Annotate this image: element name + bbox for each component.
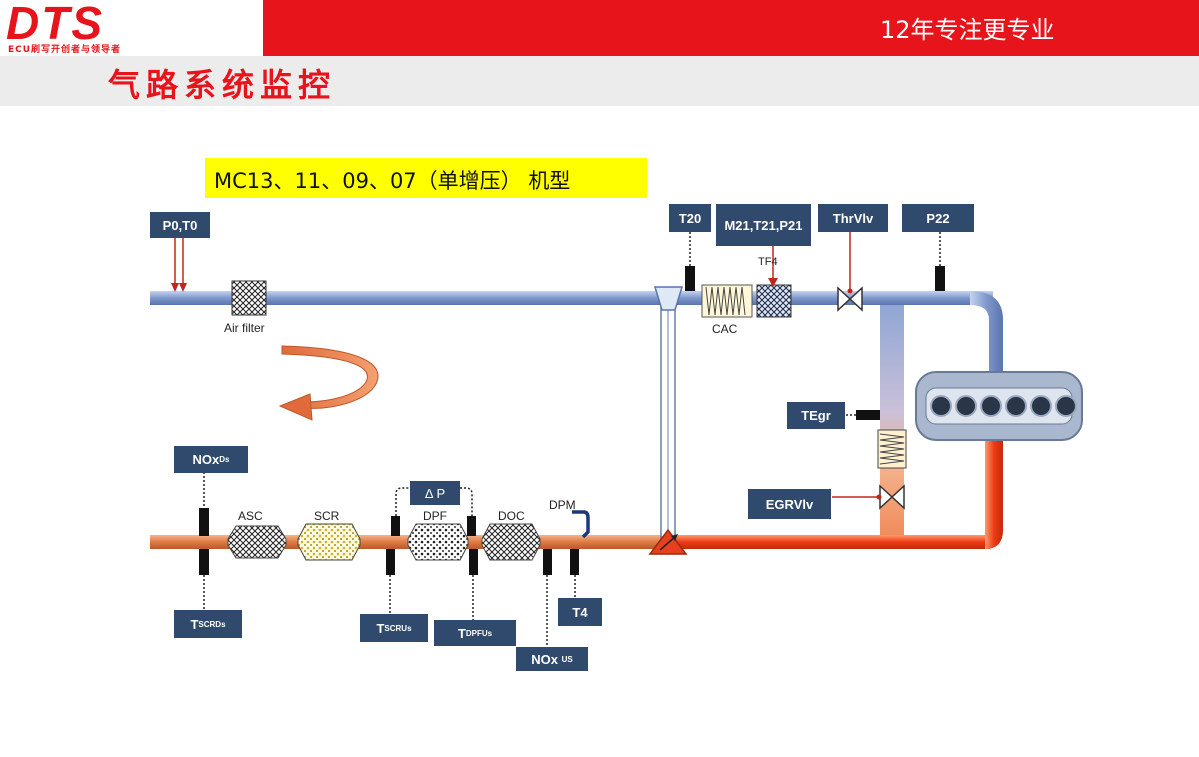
tegr-sensor bbox=[856, 410, 880, 420]
label-tegr: TEgr bbox=[787, 402, 845, 429]
label-nox-us: NOx US bbox=[516, 647, 588, 671]
compressor-icon bbox=[653, 286, 684, 311]
dp-up-sensor bbox=[391, 516, 400, 536]
logo-text: DTS bbox=[6, 0, 104, 49]
egr-valve-icon bbox=[879, 484, 905, 510]
caption-dpm: DPM bbox=[549, 498, 576, 512]
intake-pipe bbox=[150, 291, 993, 305]
caption-asc: ASC bbox=[238, 509, 263, 523]
label-t-dpf-us-main: T bbox=[457, 625, 466, 641]
flow-arrowhead bbox=[278, 393, 313, 421]
m21-arrowhead bbox=[768, 278, 778, 287]
p0t0-arrowheads bbox=[171, 283, 187, 292]
label-nox-ds-sub: Ds bbox=[219, 455, 230, 464]
engine-cylinders bbox=[930, 395, 1077, 417]
label-m21-t21-p21: M21,T21,P21 bbox=[716, 204, 811, 246]
caption-tf4: TF4 bbox=[758, 256, 778, 268]
label-nox-ds-main: NOx bbox=[192, 452, 220, 467]
header-bar bbox=[263, 0, 1199, 56]
t4-sensor bbox=[570, 549, 579, 575]
label-delta-p: Δ P bbox=[410, 481, 460, 505]
thrvlv-dot bbox=[847, 288, 853, 294]
t-scr-ds-sensor bbox=[199, 549, 209, 575]
egr-cooler-coil bbox=[879, 433, 905, 465]
model-highlight bbox=[205, 158, 647, 198]
air-filter-icon bbox=[231, 280, 267, 316]
scr-canister bbox=[297, 523, 361, 561]
label-t-scr-us-main: T bbox=[376, 620, 385, 636]
t-scr-us-sensor bbox=[386, 549, 395, 575]
label-t20: T20 bbox=[669, 204, 711, 232]
dpm-sensor bbox=[572, 510, 590, 539]
slogan: 12年专注更专业 bbox=[880, 16, 1055, 44]
caption-cac: CAC bbox=[712, 322, 738, 336]
t-dpf-us-sensor bbox=[469, 549, 478, 575]
page-title: 气路系统监控 bbox=[108, 66, 337, 104]
caption-air-filter: Air filter bbox=[224, 321, 265, 335]
caption-dpf: DPF bbox=[423, 509, 447, 523]
caption-doc: DOC bbox=[498, 509, 525, 523]
title-bar bbox=[0, 56, 1199, 106]
label-t-dpf-us-sub: DPFUs bbox=[465, 628, 493, 638]
egrvlv-dot bbox=[876, 494, 882, 500]
caption-scr: SCR bbox=[314, 509, 340, 523]
asc-canister bbox=[227, 525, 287, 559]
turbine-arrowhead bbox=[671, 534, 678, 541]
logo-tagline: ECU刷写开创者与领导者 bbox=[8, 45, 122, 55]
label-thrvlv: ThrVlv bbox=[818, 204, 888, 232]
label-t-scr-ds-main: T bbox=[190, 616, 199, 632]
nox-ds-sensor bbox=[199, 508, 209, 536]
nox-us-sensor bbox=[543, 549, 552, 575]
model-text: MC13、11、09、07（单增压） 机型 bbox=[214, 169, 571, 193]
hot-exhaust-pipe bbox=[660, 535, 990, 549]
exhaust-manifold-pipe bbox=[985, 440, 1003, 549]
label-nox-us-main: NOx bbox=[531, 651, 558, 667]
doc-canister bbox=[481, 523, 541, 561]
t20-sensor bbox=[685, 266, 695, 291]
cac-coil bbox=[705, 286, 746, 316]
label-p22: P22 bbox=[902, 204, 974, 232]
dpf-canister bbox=[407, 523, 469, 561]
label-nox-us-sub: US bbox=[561, 654, 573, 664]
label-p0-t0: P0,T0 bbox=[150, 212, 210, 238]
label-egrvlv: EGRVlv bbox=[748, 489, 831, 519]
throttle-valve-icon bbox=[837, 286, 863, 312]
p22-sensor bbox=[935, 266, 945, 291]
label-t4: T4 bbox=[558, 598, 602, 626]
tf4-filter-icon bbox=[756, 284, 792, 318]
intake-pipe-bend bbox=[970, 291, 1003, 372]
label-t-scr-ds-sub: SCRDs bbox=[198, 619, 226, 629]
turbine-icon bbox=[648, 528, 688, 555]
logo: DTS ECU刷写开创者与领导者 bbox=[0, 0, 263, 56]
dp-down-sensor bbox=[467, 516, 476, 536]
label-t-scr-us-sub: SCRUs bbox=[384, 623, 412, 633]
